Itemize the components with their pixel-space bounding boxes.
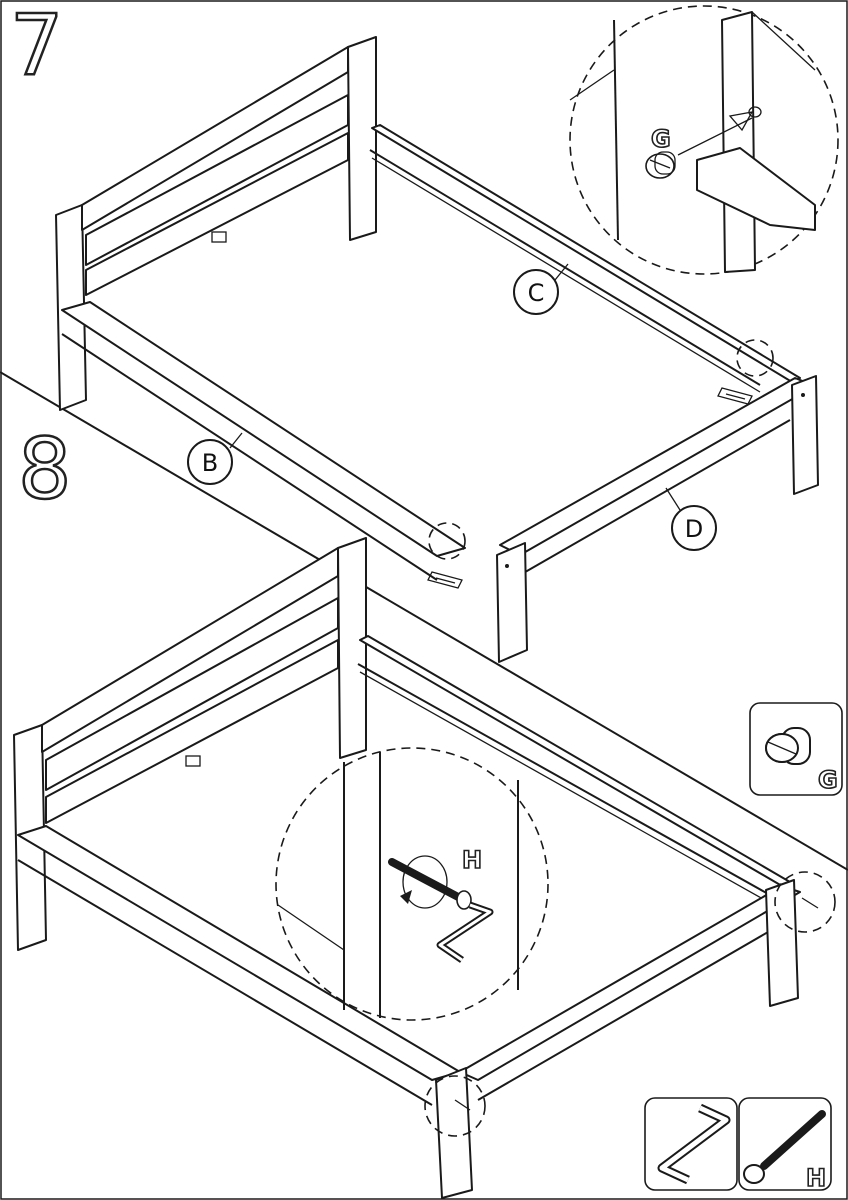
step-8-bed-frame	[13, 537, 836, 1199]
step-7-bed-frame	[55, 36, 819, 663]
callout-d	[671, 505, 717, 551]
callout-b	[187, 439, 233, 485]
side-rail-b	[61, 301, 466, 557]
callout-b-label: B	[202, 449, 218, 477]
detail-bolt-tightening: H	[275, 747, 549, 1021]
cam-lock-icon	[765, 727, 811, 765]
legend-cam-lock: G	[749, 702, 843, 796]
rotate-arrow-icon	[400, 855, 448, 909]
detail-label-h: H	[462, 846, 482, 874]
detail-label-g: G	[651, 125, 671, 153]
callout-c-label: C	[528, 279, 545, 307]
foot-post-right	[791, 375, 819, 495]
headboard-right-post	[337, 537, 367, 759]
headboard-top-slat	[41, 547, 339, 753]
foot-rail	[459, 885, 801, 1081]
headboard-bottom-slat	[85, 132, 349, 296]
cam-lock-icon	[645, 151, 676, 179]
foot-post-right	[765, 879, 799, 1007]
headboard-cam-fitting	[185, 755, 201, 767]
headboard-top-slat	[81, 46, 349, 231]
legend-label-g: G	[818, 766, 838, 794]
bolt-icon	[743, 1110, 826, 1184]
legend-bolt: H	[738, 1097, 832, 1193]
headboard-cam-fitting	[211, 231, 227, 243]
allen-key-icon	[657, 1103, 731, 1185]
headboard-middle-slat	[45, 597, 339, 791]
push-arrow-icon	[717, 387, 753, 405]
headboard-middle-slat	[85, 94, 349, 266]
foot-post-left	[496, 542, 528, 663]
joint-detail-circle-c	[736, 339, 774, 377]
foot-rail-d	[499, 377, 816, 556]
side-rail-c	[371, 124, 801, 383]
foot-post-left	[435, 1067, 473, 1199]
allen-key-icon	[436, 901, 494, 963]
joint-detail-circle-b	[428, 522, 466, 560]
joint-detail-circle-left	[424, 1075, 486, 1137]
bolt-icon	[388, 858, 472, 910]
headboard-bottom-slat	[45, 639, 339, 824]
step-number-8: 8	[18, 420, 71, 518]
step-number-7: 7	[10, 0, 63, 94]
detail-cam-lock: G	[569, 5, 839, 275]
push-arrow-icon	[427, 571, 463, 589]
side-rail-far	[359, 635, 791, 887]
headboard-right-post	[347, 36, 377, 241]
joint-detail-circle-right	[774, 871, 836, 933]
step-divider	[0, 371, 848, 871]
legend-label-h: H	[806, 1164, 826, 1192]
callout-c	[513, 269, 559, 315]
callout-d-label: D	[685, 515, 703, 543]
legend-allen-key	[644, 1097, 738, 1191]
